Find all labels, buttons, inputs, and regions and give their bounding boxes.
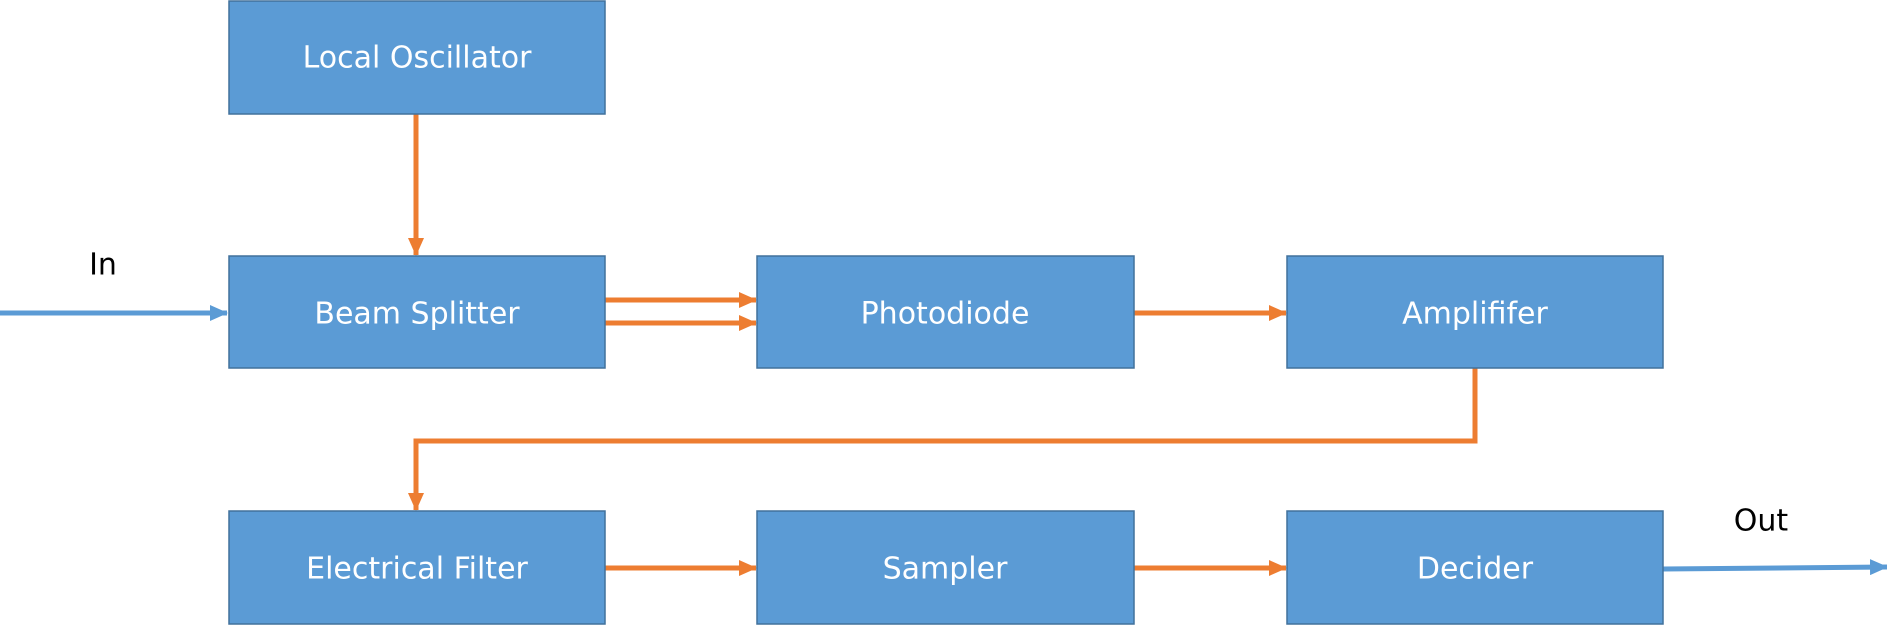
block-label: Sampler <box>883 552 1008 587</box>
connectors <box>0 114 1887 576</box>
block-local-oscillator: Local Oscillator <box>228 0 606 115</box>
amplifier-to-filter-arrow <box>408 368 1478 511</box>
block-amplifier: Amplififer <box>1286 255 1664 369</box>
block-beam-splitter: Beam Splitter <box>228 255 606 369</box>
block-label: Photodiode <box>861 297 1030 332</box>
block-label: Amplififer <box>1402 297 1548 332</box>
output-arrow <box>1662 559 1887 576</box>
block-decider: Decider <box>1286 510 1664 625</box>
output-label: Out <box>1734 504 1789 539</box>
block-label: Beam Splitter <box>314 297 520 332</box>
block-label: Local Oscillator <box>303 41 533 76</box>
block-photodiode: Photodiode <box>756 255 1135 369</box>
block-sampler: Sampler <box>756 510 1135 625</box>
block-electrical-filter: Electrical Filter <box>228 510 606 625</box>
block-label: Electrical Filter <box>306 552 528 587</box>
input-label: In <box>89 248 117 283</box>
block-label: Decider <box>1417 552 1534 587</box>
